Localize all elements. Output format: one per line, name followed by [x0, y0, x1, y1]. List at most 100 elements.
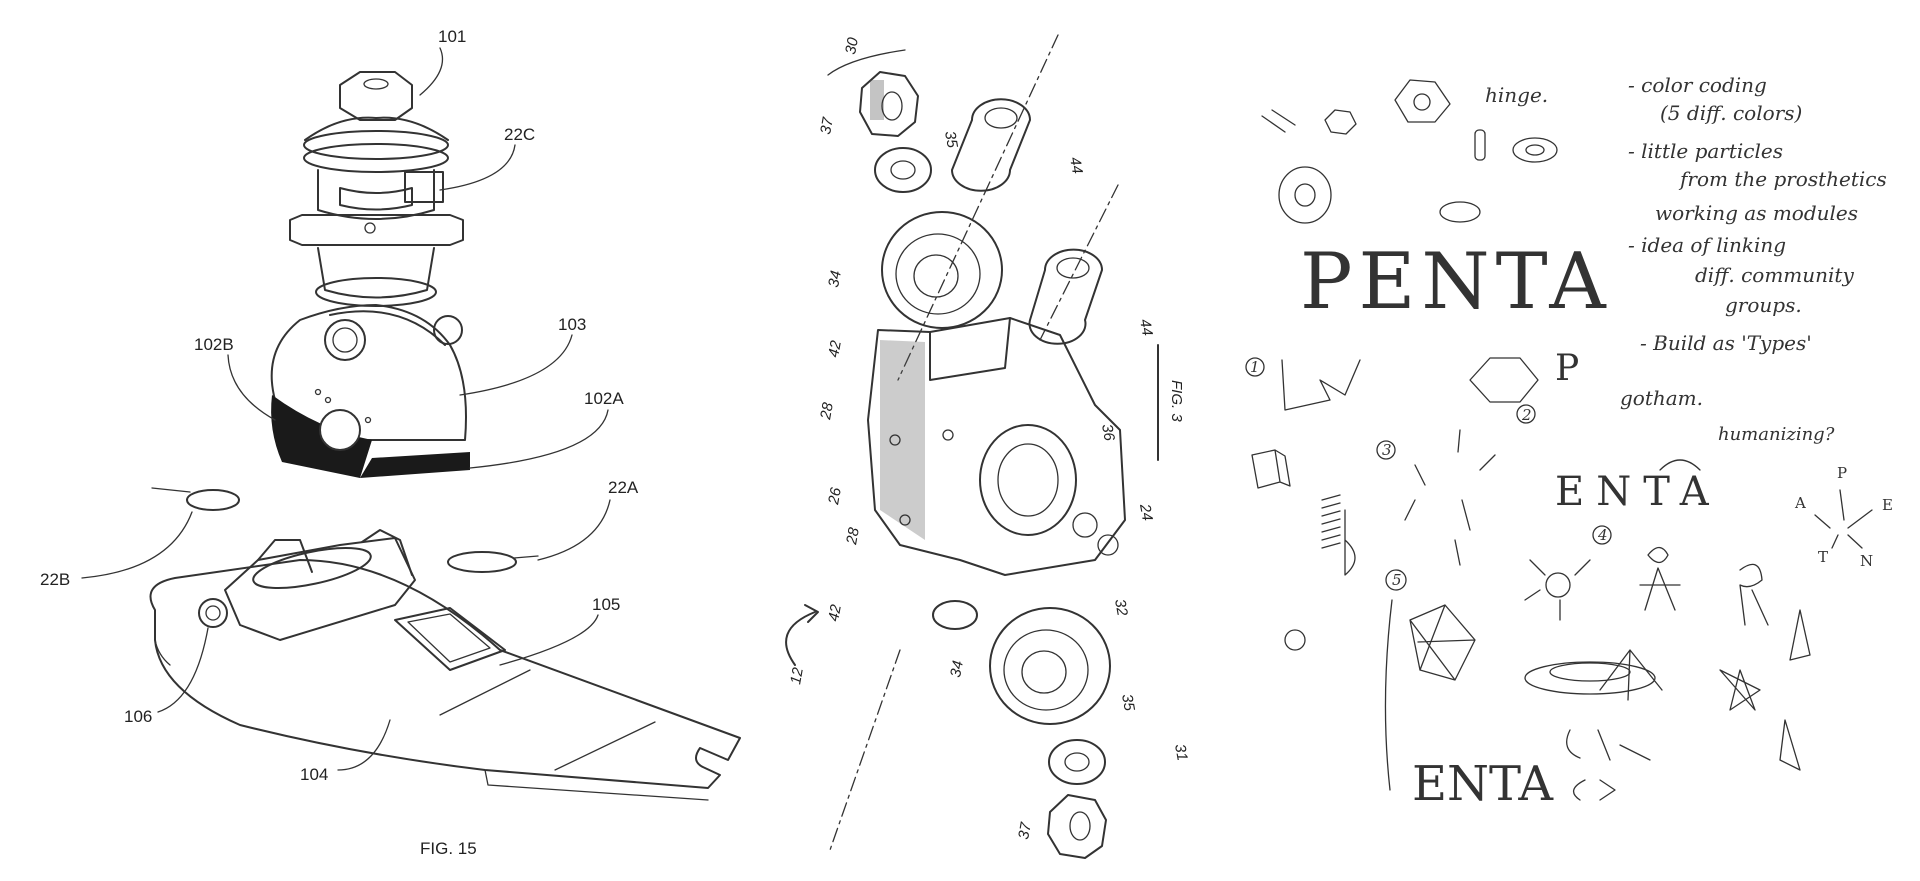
leader-22a — [537, 499, 611, 561]
label-42-bottom: 42 — [825, 603, 845, 623]
label-31: 31 — [1171, 743, 1191, 762]
sketch-p-circle-small — [1545, 572, 1571, 598]
foot-divider-2 — [554, 721, 656, 771]
label-106: 106 — [124, 707, 152, 726]
dark-band-102a — [360, 452, 470, 478]
bearing-34-bottom-inner — [1021, 650, 1067, 694]
ankle-front-boss — [319, 409, 361, 451]
label-104: 104 — [300, 765, 328, 784]
sketch-bottom-brace — [1384, 599, 1393, 791]
label-37-top: 37 — [817, 116, 837, 136]
sketch-num-3-ring — [1376, 440, 1396, 460]
sketch-penta-scatter: ENTA — [1555, 469, 1721, 515]
neck — [317, 247, 435, 299]
pocket-105 — [394, 607, 506, 671]
foot-bracket — [224, 537, 416, 641]
housing-hole-28b — [942, 429, 954, 441]
sketch-big-hex-hole — [1413, 93, 1431, 111]
pocket-105-inner — [407, 613, 491, 663]
sketch-rings-small — [1284, 629, 1306, 651]
label-105: 105 — [592, 595, 620, 614]
sketch-ring-left — [1278, 166, 1332, 224]
sketch-stick-figure — [1639, 546, 1681, 611]
sketch-arc — [1659, 459, 1701, 471]
sketch-num-4-ring — [1592, 525, 1612, 545]
fig15-caption: FIG. 15 — [420, 839, 477, 858]
ankle-housing — [270, 304, 467, 441]
note-9: - Build as 'Types' — [1640, 331, 1812, 355]
sketch-ring-left-hole — [1294, 183, 1316, 207]
leader-101 — [419, 47, 444, 96]
upper-disc — [303, 130, 449, 160]
ankle-axle-right — [433, 315, 463, 345]
housing-top-frame — [929, 317, 1011, 381]
sketch-d-shape — [1344, 509, 1356, 576]
sketch-ellipse-swirl-2 — [1549, 662, 1631, 682]
spacer-44-top — [951, 98, 1031, 192]
clip-22b-tab — [151, 487, 191, 493]
sketch-panel: hinge. - color coding (5 diff. colors) -… — [1245, 73, 1893, 812]
ankle-axle-cap — [324, 319, 366, 361]
fig15-panel: 101 22C 102B 103 102A 22A 22B 105 106 10… — [40, 27, 741, 858]
sketch-spring — [1321, 494, 1341, 549]
sketch-cylinder — [1474, 129, 1486, 161]
sketch-humanizing: humanizing? — [1718, 424, 1835, 445]
label-28-bottom: 28 — [843, 526, 863, 547]
sketch-squiggles — [1566, 729, 1651, 801]
leader-105 — [499, 614, 599, 666]
label-35-top: 35 — [941, 130, 961, 150]
ankle-axle-inner — [332, 327, 358, 353]
svg-text:FIG. 3: FIG. 3 — [1168, 380, 1185, 422]
sketch-ellipse-swirl — [1524, 661, 1656, 695]
bracket-arm-1 — [257, 539, 313, 573]
arrow-12 — [785, 611, 816, 666]
sketch-num-2: 2 — [1521, 406, 1532, 424]
sketch-p-mark: P — [1555, 348, 1579, 389]
note-7: diff. community — [1695, 263, 1854, 287]
washer-35-top — [874, 147, 932, 193]
sketch-hexagon — [1469, 357, 1539, 403]
housing-block — [867, 317, 1126, 576]
bearing-34-top — [881, 211, 1003, 329]
sketch-pin — [1261, 109, 1296, 133]
nut-37-top — [859, 71, 919, 137]
leader-106 — [157, 627, 209, 713]
sketch-num-5-ring — [1385, 569, 1407, 591]
sketch-burst-strokes — [1404, 429, 1496, 566]
sketch-star-n: N — [1860, 552, 1873, 570]
label-22a: 22A — [608, 478, 639, 497]
clamp-screw-block — [404, 171, 444, 203]
sketch-gotham: gotham. — [1620, 386, 1703, 410]
upper-dome — [304, 116, 449, 141]
sketch-num-2-ring — [1516, 404, 1536, 424]
ankle-dot-2 — [324, 396, 332, 404]
leader-102a — [469, 409, 609, 469]
bracket-30 — [827, 49, 906, 76]
note-8: groups. — [1725, 293, 1802, 317]
bearing-34-top-inner — [913, 254, 959, 298]
bearing-34-top-mid — [895, 233, 981, 315]
washer-35-bottom-hole — [1064, 752, 1090, 772]
note-3: - little particles — [1628, 139, 1783, 163]
nut-37-bottom — [1047, 794, 1107, 859]
label-32: 32 — [1111, 598, 1131, 618]
note-5: working as modules — [1655, 201, 1858, 225]
sketch-p-burst — [1524, 559, 1591, 621]
label-42-top: 42 — [825, 339, 845, 359]
pin-head-106-inner — [205, 605, 221, 621]
label-35-bottom: 35 — [1118, 693, 1138, 713]
clamp-slot — [339, 187, 413, 211]
sketch-num-4: 4 — [1597, 526, 1608, 544]
ankle-dot-3 — [364, 416, 372, 424]
sketch-num-1: 1 — [1250, 358, 1260, 376]
clip-22a-tab — [513, 555, 539, 559]
nut-37-bottom-hole — [1069, 811, 1091, 841]
sketch-star-e: E — [1882, 496, 1893, 514]
spacer-44-right — [1028, 248, 1103, 345]
axis-line-left — [829, 34, 1059, 851]
label-102a: 102A — [584, 389, 624, 408]
washer-35-top-hole — [890, 160, 916, 180]
label-12: 12 — [787, 666, 807, 686]
sketch-num-5: 5 — [1392, 571, 1402, 589]
sketch-num-3: 3 — [1382, 441, 1392, 459]
